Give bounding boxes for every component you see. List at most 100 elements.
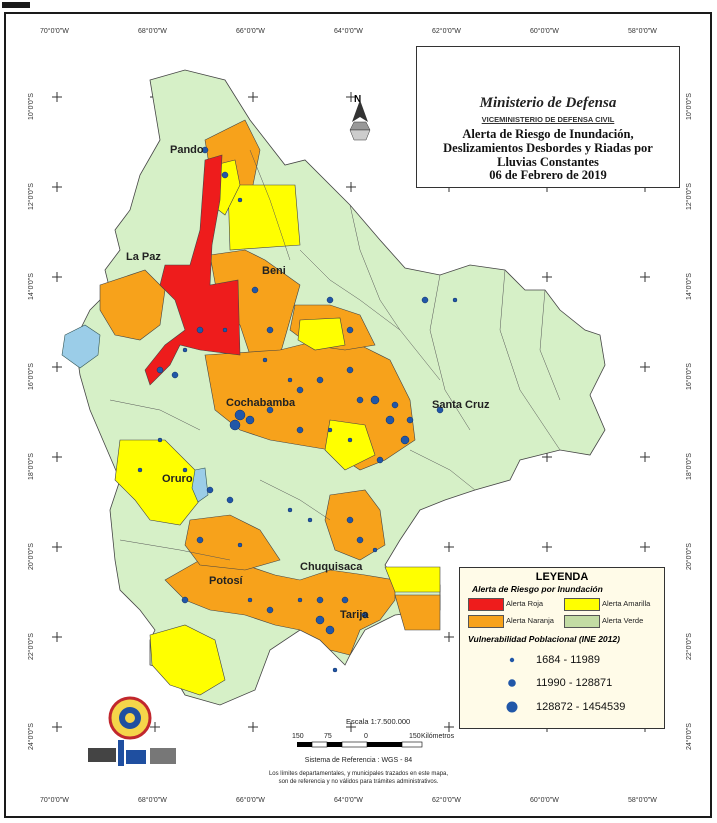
lon-tick-bottom: 60°0'0"W — [530, 797, 559, 804]
population-point — [182, 467, 188, 473]
alert-yellow-central — [324, 419, 376, 471]
map-date: 06 de Febrero de 2019 — [489, 168, 607, 182]
population-points — [137, 146, 458, 673]
lake-poopo — [191, 467, 209, 503]
dept-label-la-paz: La Paz — [126, 251, 161, 263]
population-point — [315, 615, 325, 625]
population-point — [372, 547, 378, 553]
dept-label-chuquisaca: Chuquisaca — [300, 561, 363, 573]
population-point — [391, 401, 399, 409]
alert-yellow-north — [227, 184, 301, 251]
alert-red-lapaz — [144, 154, 241, 386]
lat-tick-left: 20°0'0"S — [28, 543, 35, 570]
title-box: Ministerio de Defensa VICEMINISTERIO DE … — [416, 46, 680, 188]
population-point — [137, 467, 143, 473]
lon-tick-top: 58°0'0"W — [628, 28, 657, 35]
population-point — [346, 366, 354, 374]
population-point — [346, 516, 354, 524]
legend-vulnerability-title: Vulnerabilidad Poblacional (INE 2012) — [468, 634, 620, 644]
reference-system: Sistema de Referencia : WGS - 84 — [304, 757, 413, 764]
population-point — [245, 415, 255, 425]
population-point — [196, 326, 204, 334]
lon-tick-bottom: 70°0'0"W — [40, 797, 69, 804]
population-point — [171, 371, 179, 379]
lat-tick-left: 24°0'0"S — [28, 723, 35, 750]
lon-tick-bottom: 68°0'0"W — [138, 797, 167, 804]
alert-orange-chuquisaca — [324, 489, 386, 561]
alert-yellow-chaco — [384, 566, 441, 593]
alert-orange-south — [164, 559, 396, 656]
north-arrow-icon — [349, 100, 371, 141]
population-point — [307, 517, 313, 523]
dept-label-santa-cruz: Santa Cruz — [432, 399, 490, 411]
legend-vuln-label-large: 128872 - 1454539 — [536, 701, 626, 713]
population-point — [436, 406, 444, 414]
population-point — [234, 409, 246, 421]
population-point — [296, 386, 304, 394]
point-small-icon — [509, 657, 515, 663]
lon-tick-bottom: 62°0'0"W — [432, 797, 461, 804]
lon-tick-bottom: 64°0'0"W — [334, 797, 363, 804]
lon-tick-bottom: 66°0'0"W — [236, 797, 265, 804]
legend-risk-title: Alerta de Riesgo por Inundación — [472, 584, 603, 594]
lon-tick-top: 66°0'0"W — [236, 28, 265, 35]
legend-label-red: Alerta Roja — [506, 599, 544, 608]
scale-number: 150 — [409, 733, 421, 740]
population-point — [347, 437, 353, 443]
legend-swatch-orange — [468, 615, 504, 628]
population-point — [266, 326, 274, 334]
population-point — [326, 296, 334, 304]
population-point — [361, 611, 369, 619]
corner-bar — [2, 2, 30, 8]
population-point — [356, 396, 364, 404]
scale-number: 0 — [364, 733, 368, 740]
population-point — [346, 326, 354, 334]
lat-tick-right: 24°0'0"S — [686, 723, 693, 750]
lat-tick-left: 12°0'0"S — [28, 183, 35, 210]
population-point — [266, 606, 274, 614]
lon-tick-top: 70°0'0"W — [40, 28, 69, 35]
alert-yellow-oruro — [114, 439, 201, 526]
population-point — [297, 597, 303, 603]
lon-tick-bottom: 58°0'0"W — [628, 797, 657, 804]
point-large-icon — [506, 701, 518, 713]
dept-label-pando: Pando — [170, 144, 204, 156]
population-point — [201, 146, 209, 154]
population-point — [196, 536, 204, 544]
legend-label-yellow: Alerta Amarilla — [602, 599, 651, 608]
scale-bar — [297, 741, 423, 748]
dept-label-beni: Beni — [262, 265, 286, 277]
population-point — [237, 197, 243, 203]
population-point — [400, 435, 410, 445]
lat-tick-right: 12°0'0"S — [686, 183, 693, 210]
population-point — [370, 395, 380, 405]
lon-tick-top: 60°0'0"W — [530, 28, 559, 35]
population-point — [156, 366, 164, 374]
population-point — [266, 406, 274, 414]
alert-orange-potosi — [184, 514, 281, 571]
population-point — [181, 596, 189, 604]
dept-label-tarija: Tarija — [340, 609, 369, 621]
scale-number: 150 — [292, 733, 304, 740]
ministry-name: Ministerio de Defensa — [479, 95, 617, 111]
legend-swatch-green — [564, 615, 600, 628]
population-point — [316, 376, 324, 384]
legend-title: LEYENDA — [535, 571, 589, 583]
population-point — [327, 427, 333, 433]
scale-unit: Kilómetros — [421, 733, 455, 740]
lat-tick-right: 22°0'0"S — [686, 633, 693, 660]
dept-label-oruro: Oruro — [162, 473, 193, 485]
lat-tick-right: 18°0'0"S — [686, 453, 693, 480]
population-point — [341, 596, 349, 604]
alert-orange-tarija-east — [394, 594, 441, 631]
population-point — [287, 507, 293, 513]
lat-tick-right: 10°0'0"S — [686, 93, 693, 120]
legend: LEYENDA Alerta de Riesgo por Inundación … — [459, 567, 665, 729]
lat-tick-left: 18°0'0"S — [28, 453, 35, 480]
legend-vuln-label-medium: 11990 - 128871 — [536, 677, 613, 689]
legend-swatch-yellow — [564, 598, 600, 611]
population-point — [247, 597, 253, 603]
legend-label-orange: Alerta Naranja — [506, 616, 554, 625]
bolivia-map — [61, 69, 606, 706]
